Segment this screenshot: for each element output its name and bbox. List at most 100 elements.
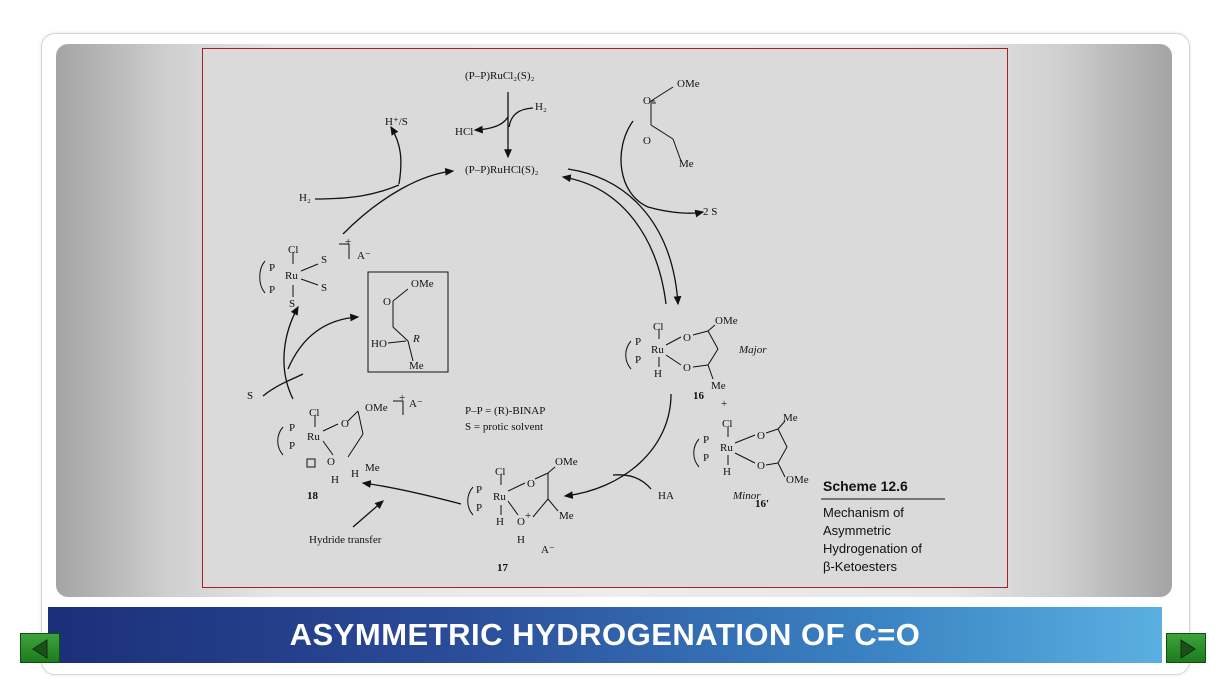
- svg-text:Cl: Cl: [495, 466, 505, 478]
- svg-text:Ru: Ru: [285, 270, 298, 282]
- complex-16-prime-minor: Cl Ru H P P O O Me OMe Minor 16': [693, 412, 809, 510]
- svg-text:A⁻: A⁻: [541, 544, 555, 556]
- svg-text:O: O: [683, 332, 691, 344]
- svg-text:Cl: Cl: [653, 321, 663, 333]
- svg-text:+: +: [345, 236, 351, 248]
- arrow-catalyst-to-16-a: [567, 168, 682, 306]
- svg-text:OMe: OMe: [411, 278, 434, 290]
- catalyst-formula: (P–P)RuHCl(S)₂: [465, 164, 539, 176]
- svg-text:O: O: [341, 418, 349, 430]
- svg-text:O: O: [517, 516, 525, 528]
- svg-text:Cl: Cl: [309, 407, 319, 419]
- svg-text:OMe: OMe: [715, 315, 738, 327]
- svg-text:H: H: [723, 466, 731, 478]
- svg-text:Me: Me: [409, 360, 424, 372]
- arrow-s-in: [262, 373, 304, 397]
- svg-text:O: O: [643, 135, 651, 147]
- caption-line-3: Hydrogenation of: [823, 541, 922, 556]
- arrow-h2-top-in: [508, 107, 534, 128]
- arrow-ha-in: [612, 474, 652, 490]
- substrate-structure: OMe O O Me: [643, 78, 700, 170]
- caption-label: Scheme 12.6: [823, 478, 908, 494]
- svg-text:H: H: [517, 534, 525, 546]
- arrow-18-to-cation: [283, 305, 299, 400]
- svg-text:H: H: [331, 474, 339, 486]
- svg-text:Me: Me: [559, 510, 574, 522]
- svg-text:H: H: [351, 468, 359, 480]
- svg-text:OMe: OMe: [555, 456, 578, 468]
- arrow-17-to-18: [361, 480, 462, 505]
- scheme-caption: Scheme 12.6 Mechanism of Asymmetric Hydr…: [821, 478, 945, 574]
- svg-text:P: P: [635, 336, 641, 348]
- caption-line-4: β-Ketoesters: [823, 559, 897, 574]
- svg-text:18: 18: [307, 490, 319, 502]
- triangle-left-icon: [32, 639, 48, 659]
- h2-left-label: H₂: [299, 192, 311, 204]
- arrow-h2-in: [314, 184, 400, 200]
- svg-text:+: +: [399, 392, 405, 404]
- svg-text:Cl: Cl: [722, 418, 732, 430]
- svg-text:16: 16: [693, 390, 705, 402]
- arrow-h-plus-release: [390, 125, 402, 185]
- definition-pp: P–P = (R)-BINAP: [465, 405, 545, 417]
- svg-text:P: P: [703, 434, 709, 446]
- slide-title: ASYMMETRIC HYDROGENATION OF C=O: [289, 617, 921, 652]
- svg-text:Ru: Ru: [307, 431, 320, 443]
- svg-text:O: O: [383, 296, 391, 308]
- arrow-16-to-17: [563, 393, 672, 499]
- svg-text:H: H: [654, 368, 662, 380]
- svg-text:Me: Me: [679, 158, 694, 170]
- previous-slide-button[interactable]: [20, 633, 60, 663]
- svg-text:Ru: Ru: [493, 491, 506, 503]
- two-s-label: 2 S: [703, 206, 717, 218]
- s-in-label: S: [247, 390, 253, 402]
- hcl-label: HCl: [455, 126, 473, 138]
- complex-16-major: Cl Ru H P P O O OMe Me Major 16: [625, 315, 767, 402]
- arrow-hydride-pointer: [352, 500, 384, 528]
- svg-text:Ru: Ru: [651, 344, 664, 356]
- svg-text:A⁻: A⁻: [357, 250, 371, 262]
- svg-text:S: S: [321, 254, 327, 266]
- arrow-cation-to-catalyst: [342, 167, 455, 235]
- svg-text:P: P: [269, 284, 275, 296]
- complex-17: Cl Ru H P P O OMe O + H Me A⁻ 17: [467, 456, 578, 574]
- svg-text:H: H: [496, 516, 504, 528]
- svg-text:R: R: [412, 333, 420, 345]
- precatalyst-formula: (P–P)RuCl₂(S)₂: [465, 70, 535, 82]
- title-bar: ASYMMETRIC HYDROGENATION OF C=O: [48, 607, 1162, 663]
- svg-text:P: P: [269, 262, 275, 274]
- arrow-substrate-in: [620, 120, 705, 218]
- svg-text:16': 16': [755, 498, 769, 510]
- hydride-transfer-label: Hydride transfer: [309, 534, 382, 546]
- reaction-scheme: (P–P)RuCl₂(S)₂ H₂ HCl (P–P)RuHCl(S)₂ H⁺/…: [202, 48, 1008, 588]
- svg-text:+: +: [525, 510, 531, 522]
- ha-label: HA: [658, 490, 674, 502]
- h-plus-s-label: H⁺/S: [385, 116, 408, 128]
- caption-line-2: Asymmetric: [823, 523, 891, 538]
- cationic-ru-complex: Cl Ru P P S S S + A⁻: [259, 236, 371, 310]
- svg-text:P: P: [289, 422, 295, 434]
- complex-18: Cl Ru P P O OMe O H H Me + A⁻ 18: [277, 392, 423, 502]
- cycle-arrows: [262, 92, 705, 528]
- triangle-right-icon: [1180, 639, 1196, 659]
- svg-text:O: O: [643, 95, 651, 107]
- svg-text:S: S: [321, 282, 327, 294]
- svg-text:O: O: [327, 456, 335, 468]
- svg-text:P: P: [289, 440, 295, 452]
- svg-text:O: O: [527, 478, 535, 490]
- svg-text:Minor: Minor: [732, 490, 761, 502]
- definition-s: S = protic solvent: [465, 421, 543, 433]
- svg-text:Cl: Cl: [288, 244, 298, 256]
- svg-text:O: O: [683, 362, 691, 374]
- svg-text:OMe: OMe: [365, 402, 388, 414]
- arrow-product-release: [287, 313, 360, 370]
- svg-text:A⁻: A⁻: [409, 398, 423, 410]
- svg-text:O: O: [757, 460, 765, 472]
- next-slide-button[interactable]: [1166, 633, 1206, 663]
- svg-text:Ru: Ru: [720, 442, 733, 454]
- svg-text:P: P: [476, 502, 482, 514]
- svg-text:Me: Me: [783, 412, 798, 424]
- svg-text:O: O: [757, 430, 765, 442]
- product-beta-hydroxyester: OMe O HO R Me: [367, 271, 449, 373]
- svg-text:OMe: OMe: [786, 474, 809, 486]
